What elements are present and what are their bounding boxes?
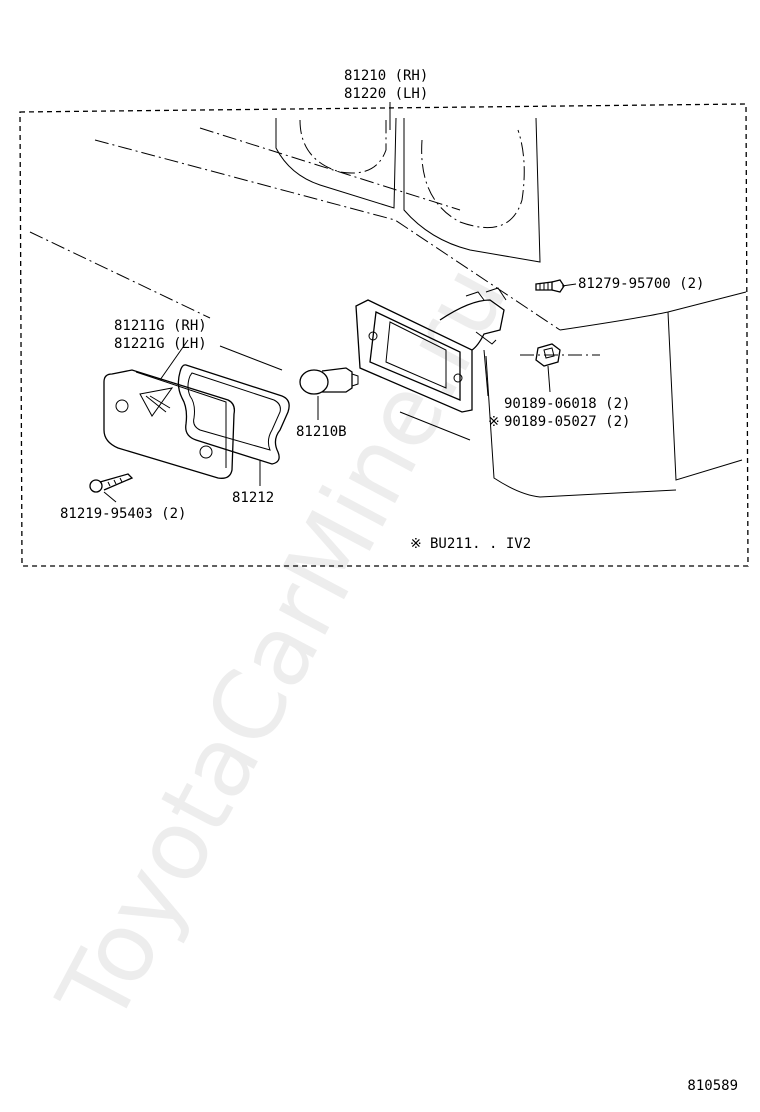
note-text: BU211. . IV2 <box>430 536 531 552</box>
label-housing-screw: 81279-95700 (2) <box>578 276 704 292</box>
leader-lines <box>103 102 577 503</box>
screw-81219-95403 <box>89 473 134 493</box>
screw-81279-95700 <box>535 279 565 293</box>
label-nut-b: 90189-05027 (2) <box>504 414 630 430</box>
gasket-81212 <box>177 364 290 465</box>
clip-nut-90189 <box>535 343 561 367</box>
label-nut-a: 90189-06018 (2) <box>504 396 630 412</box>
label-lamp-assy-lh: 81220 (LH) <box>344 86 428 102</box>
label-bulb: 81210B <box>296 424 347 440</box>
label-lens-rh: 81211G (RH) <box>114 318 207 334</box>
lens-81211G <box>103 369 236 479</box>
label-nut-b-marker: ※ <box>488 414 500 430</box>
bulb-81210B <box>299 367 359 395</box>
lamp-housing-81210 <box>355 287 507 413</box>
note-marker: ※ <box>410 536 422 552</box>
label-lens-lh: 81221G (LH) <box>114 336 207 352</box>
figure-number: 810589 <box>687 1078 738 1094</box>
label-gasket: 81212 <box>232 490 274 506</box>
label-lens-screw: 81219-95403 (2) <box>60 506 186 522</box>
label-lamp-assy-rh: 81210 (RH) <box>344 68 428 84</box>
diagram-frame <box>19 103 749 567</box>
watermark: ToyotaCarMine.ru <box>36 248 529 1042</box>
vehicle-body-outline <box>29 117 747 498</box>
